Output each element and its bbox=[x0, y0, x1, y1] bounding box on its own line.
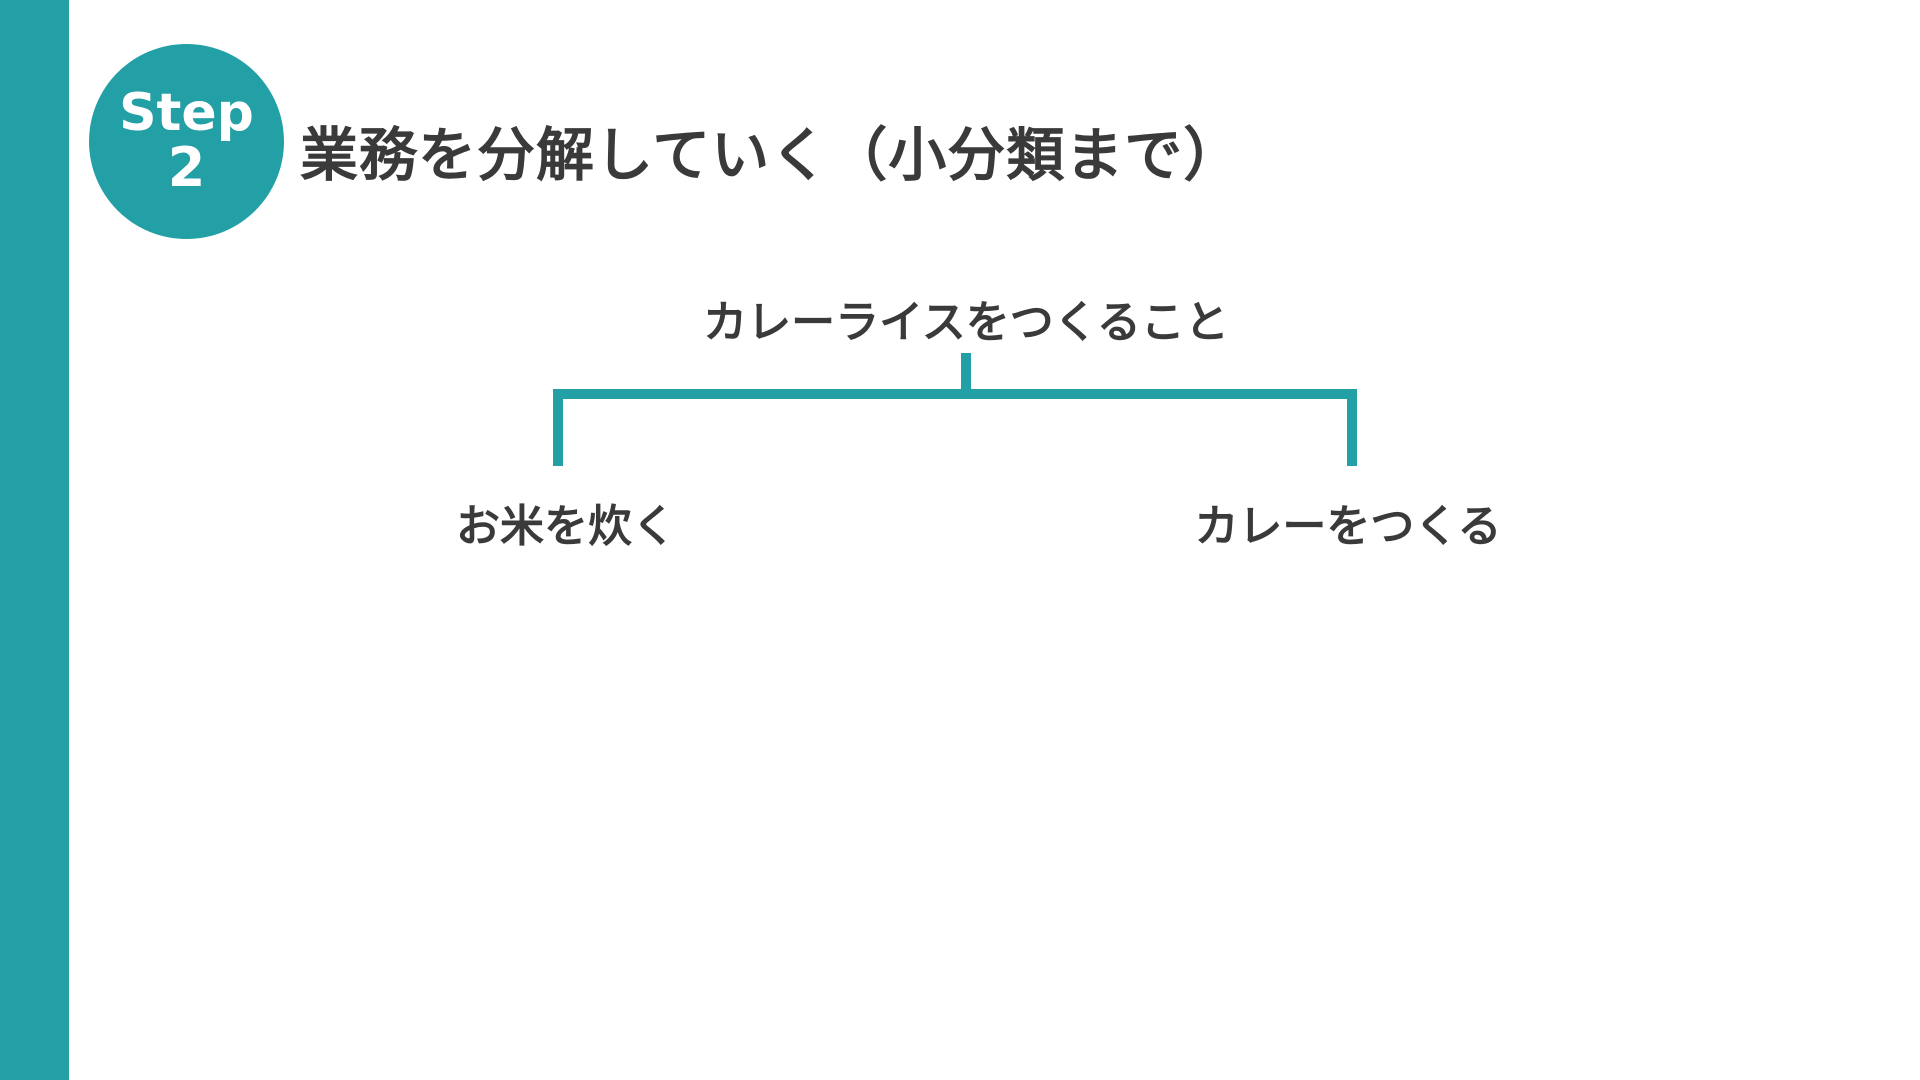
page-title: 業務を分解していく（小分類まで） bbox=[300, 121, 1243, 189]
tree-child-node-rice: お米を炊く bbox=[456, 501, 676, 552]
tree-child-node-curry: カレーをつくる bbox=[1194, 501, 1502, 552]
left-accent-bar bbox=[0, 0, 69, 1080]
step-badge-number: 2 bbox=[167, 136, 206, 200]
branch-bracket-line bbox=[553, 389, 1357, 466]
step-badge: Step 2 bbox=[89, 44, 284, 239]
tree-root-node: カレーライスをつくること bbox=[703, 297, 1229, 348]
step-badge-word: Step bbox=[119, 82, 254, 143]
